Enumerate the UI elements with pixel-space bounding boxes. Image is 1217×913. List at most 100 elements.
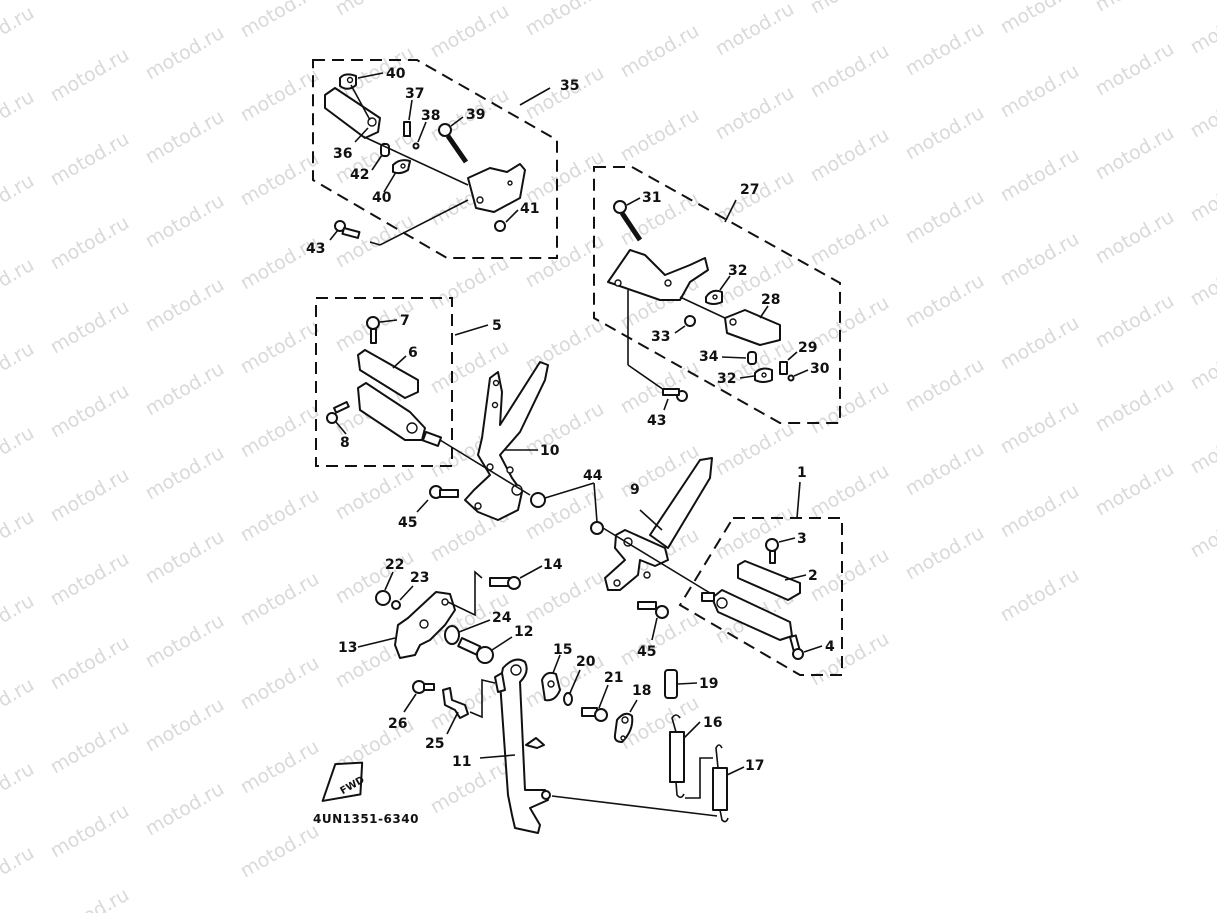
label-28[interactable]: 28 <box>761 292 780 308</box>
part-44-nut-b[interactable] <box>590 521 604 535</box>
label-18[interactable]: 18 <box>632 683 651 699</box>
part-21-bolt[interactable] <box>581 707 608 722</box>
label-8[interactable]: 8 <box>340 435 350 451</box>
label-3[interactable]: 3 <box>797 531 807 547</box>
part-12-pivot-bolt[interactable] <box>457 636 494 664</box>
label-36[interactable]: 36 <box>333 146 352 162</box>
label-21[interactable]: 21 <box>604 670 623 686</box>
label-30[interactable]: 30 <box>810 361 830 377</box>
part-31-bolt[interactable] <box>613 200 643 242</box>
part-6-cover[interactable] <box>357 349 419 399</box>
part-45-bolt-b[interactable] <box>637 601 669 619</box>
part-44-nut-a[interactable] <box>530 492 546 508</box>
label-40b[interactable]: 40 <box>372 190 392 206</box>
part-14-bolt[interactable] <box>489 576 521 590</box>
part-20-washer[interactable] <box>563 692 573 706</box>
label-15[interactable]: 15 <box>553 642 572 658</box>
part-23-washer[interactable] <box>391 600 401 610</box>
label-14[interactable]: 14 <box>543 557 563 573</box>
label-27[interactable]: 27 <box>740 182 759 198</box>
label-11[interactable]: 11 <box>452 754 471 770</box>
label-24[interactable]: 24 <box>492 610 512 626</box>
part-18-plate[interactable] <box>613 712 634 743</box>
part-39-bolt[interactable] <box>438 123 469 164</box>
label-5[interactable]: 5 <box>492 318 502 334</box>
part-1-footrest-body[interactable] <box>701 589 793 641</box>
label-31[interactable]: 31 <box>642 190 661 206</box>
group-5-front-left-footrest: 5 7 6 8 <box>315 297 502 467</box>
label-12[interactable]: 12 <box>514 624 533 640</box>
part-17-spring[interactable] <box>712 744 729 823</box>
part-36-footrest[interactable] <box>324 87 381 139</box>
part-15-plate[interactable] <box>541 671 561 702</box>
part-30-ball[interactable] <box>787 374 795 382</box>
label-22[interactable]: 22 <box>385 557 404 573</box>
part-13-stand-bracket[interactable] <box>394 591 456 659</box>
part-40-plate-top[interactable] <box>339 73 357 90</box>
part-45-bolt-a[interactable] <box>429 485 459 499</box>
label-23[interactable]: 23 <box>410 570 429 586</box>
label-1[interactable]: 1 <box>797 465 807 481</box>
label-32a[interactable]: 32 <box>728 263 747 279</box>
label-32b[interactable]: 32 <box>717 371 736 387</box>
part-24-washer[interactable] <box>444 625 460 645</box>
label-4[interactable]: 4 <box>825 639 835 655</box>
label-9[interactable]: 9 <box>630 482 640 498</box>
group-1-front-right-footrest: 1 3 2 4 <box>678 465 843 676</box>
part-40-plate-lower[interactable] <box>392 159 411 175</box>
part-34-pin[interactable] <box>747 351 757 365</box>
label-44[interactable]: 44 <box>583 468 603 484</box>
part-43-bolt-a[interactable] <box>334 220 361 239</box>
label-33[interactable]: 33 <box>651 329 670 345</box>
part-43-bolt-b[interactable] <box>662 388 688 402</box>
part-10-footrest-bracket[interactable] <box>464 361 549 521</box>
part-7-screw[interactable] <box>366 316 380 344</box>
label-16[interactable]: 16 <box>703 715 722 731</box>
label-17[interactable]: 17 <box>745 758 764 774</box>
label-20[interactable]: 20 <box>576 654 596 670</box>
part-37-spring[interactable] <box>403 121 411 137</box>
label-41[interactable]: 41 <box>520 201 539 217</box>
label-13[interactable]: 13 <box>338 640 357 656</box>
part-22-nut[interactable] <box>375 590 391 606</box>
label-45b[interactable]: 45 <box>637 644 656 660</box>
label-43b[interactable]: 43 <box>647 413 666 429</box>
part-9-footrest-bracket[interactable] <box>604 457 713 591</box>
label-10[interactable]: 10 <box>540 443 560 459</box>
part-38-ball[interactable] <box>412 142 420 150</box>
part-3-screw[interactable] <box>765 538 779 564</box>
label-2[interactable]: 2 <box>808 568 818 584</box>
label-39[interactable]: 39 <box>466 107 485 123</box>
label-25[interactable]: 25 <box>425 736 444 752</box>
part-35-bracket[interactable] <box>467 163 526 213</box>
label-7[interactable]: 7 <box>400 313 410 329</box>
label-6[interactable]: 6 <box>408 345 418 361</box>
label-19[interactable]: 19 <box>699 676 718 692</box>
label-40a[interactable]: 40 <box>386 66 406 82</box>
part-4-bolt[interactable] <box>788 634 804 660</box>
label-29[interactable]: 29 <box>798 340 817 356</box>
label-42[interactable]: 42 <box>350 167 369 183</box>
part-5-footrest-body[interactable] <box>357 382 443 447</box>
label-34[interactable]: 34 <box>699 349 719 365</box>
part-41-nut[interactable] <box>494 220 506 232</box>
part-26-bolt[interactable] <box>412 680 435 694</box>
part-19-pin[interactable] <box>664 669 678 699</box>
label-35[interactable]: 35 <box>560 78 579 94</box>
label-38[interactable]: 38 <box>421 108 440 124</box>
label-26[interactable]: 26 <box>388 716 407 732</box>
part-25-clip[interactable] <box>442 687 469 719</box>
part-33-nut[interactable] <box>684 315 696 327</box>
part-11-side-stand[interactable] <box>494 658 551 834</box>
label-37[interactable]: 37 <box>405 86 424 102</box>
part-2-cover[interactable] <box>737 560 801 601</box>
label-45a[interactable]: 45 <box>398 515 417 531</box>
part-27-bracket[interactable] <box>607 249 709 301</box>
label-43a[interactable]: 43 <box>306 241 325 257</box>
part-32-plate-lower[interactable] <box>754 367 773 383</box>
part-29-spring[interactable] <box>779 361 788 375</box>
part-28-footrest[interactable] <box>724 309 781 346</box>
part-16-spring[interactable] <box>669 714 685 799</box>
part-8-bolt[interactable] <box>326 401 350 424</box>
part-32-plate-upper[interactable] <box>705 289 723 305</box>
